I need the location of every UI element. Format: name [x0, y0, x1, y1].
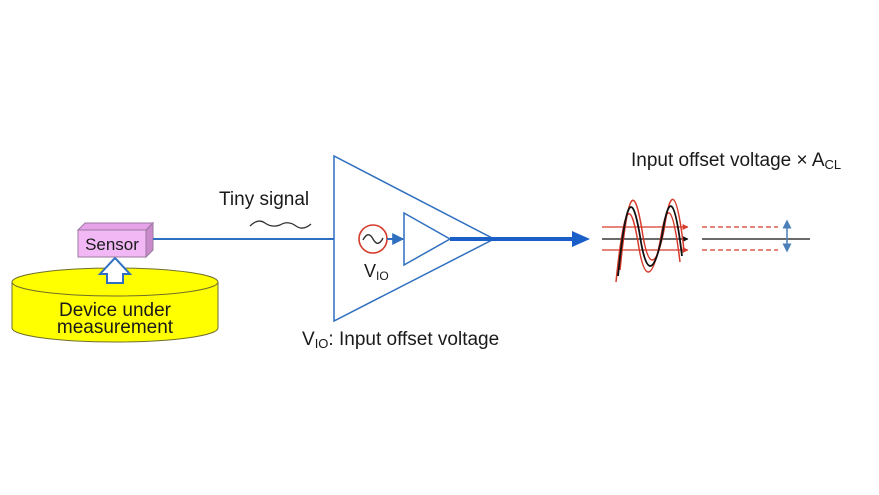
tiny-signal-wave: [249, 220, 312, 229]
sine-center: [617, 205, 683, 277]
device-label-line1: Device under: [59, 300, 172, 321]
caption-label: VIO: Input offset voltage: [302, 329, 499, 351]
sine-upper-offset: [619, 198, 685, 271]
opamp-triangle: [403, 211, 452, 267]
sensor-box: Sensor: [76, 221, 155, 259]
output-waveform: [602, 198, 810, 283]
measurement-up-arrow: [97, 256, 133, 284]
output-arrow-head: [572, 231, 590, 247]
offset-source-symbol: [358, 224, 388, 254]
device-label-line2: measurement: [57, 317, 174, 338]
source-symbol-label: VIO: [364, 261, 389, 283]
tiny-signal-label: Tiny signal: [219, 189, 309, 210]
output-label: Input offset voltage × ACL: [631, 150, 841, 172]
sensor-label: Sensor: [85, 235, 139, 254]
